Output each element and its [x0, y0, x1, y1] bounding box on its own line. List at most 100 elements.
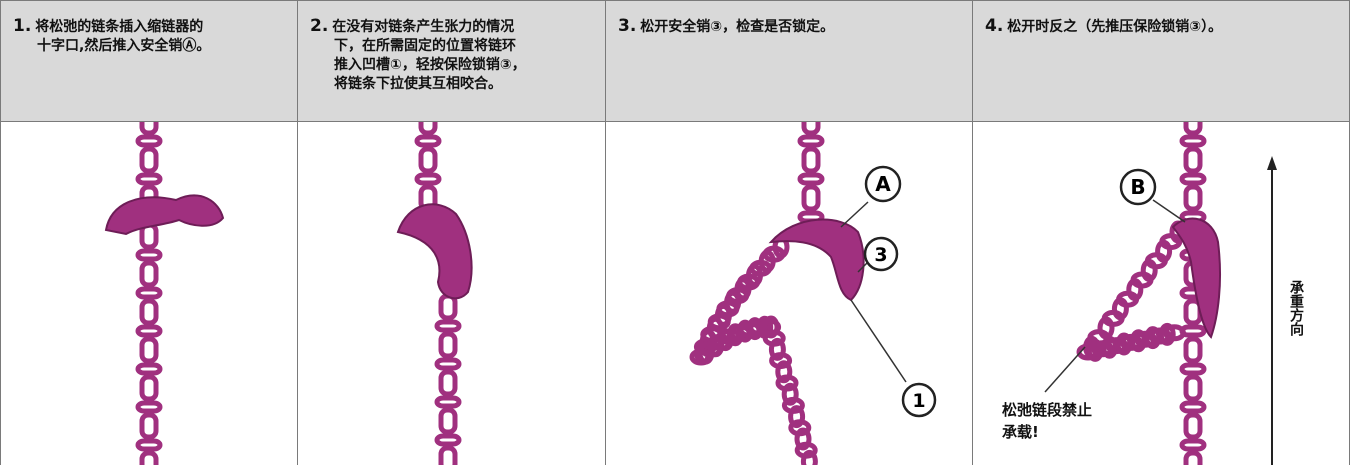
- chain-link: [1179, 362, 1207, 376]
- step-3-image: A 3 1: [606, 122, 973, 465]
- step-2-illustration: [396, 122, 473, 465]
- step-4-image: B 松弛链段禁止 承载! 承重方向: [973, 122, 1350, 465]
- chain-link: [438, 331, 458, 359]
- step-2-header: 2.在没有对链条产生张力的情况下，在所需固定的位置将链环推入凹槽①，轻按保险锁销…: [298, 0, 606, 122]
- chain-link: [801, 122, 821, 136]
- chain-link: [135, 172, 163, 186]
- chain-link: [414, 172, 442, 186]
- chain-link: [1179, 438, 1207, 452]
- step-1-header: 1.将松弛的链条插入缩链器的十字口,然后推入安全销Ⓐ。: [0, 0, 298, 122]
- step-1-illustration: [104, 122, 225, 465]
- callout-b-circle: [1119, 168, 1157, 206]
- step-2-number: 2.: [310, 16, 329, 36]
- chain-link: [801, 184, 821, 212]
- chain-link: [139, 122, 159, 136]
- chain-link: [775, 360, 793, 384]
- step-1-line-1: 将松弛的链条插入缩链器的: [35, 19, 204, 35]
- step-3-header: 3.松开安全销③，检查是否锁定。: [606, 0, 973, 122]
- chain-link: [139, 374, 159, 402]
- callout-1-circle: [901, 382, 937, 418]
- chain-link: [1183, 184, 1203, 212]
- load-direction-label: 承重方向: [1288, 280, 1304, 336]
- chain-link: [1183, 146, 1203, 174]
- slack-chain-warning: 松弛链段禁止 承载!: [1002, 399, 1092, 443]
- chain-link: [139, 336, 159, 364]
- chain-link: [135, 248, 163, 262]
- chain-link: [135, 362, 163, 376]
- chain: [135, 122, 163, 465]
- chain-link: [1162, 324, 1186, 342]
- chain-link: [434, 357, 462, 371]
- callout-3-leader: [857, 261, 869, 273]
- step-4-illustration: B: [1044, 122, 1277, 465]
- chain-link: [418, 146, 438, 174]
- chain-link: [768, 337, 786, 361]
- arrow-head-icon: [1267, 156, 1277, 170]
- chain-link: [1115, 332, 1133, 356]
- step-3-illustration: A 3 1: [689, 122, 937, 465]
- chain-link: [788, 405, 806, 429]
- chain-link: [797, 134, 825, 148]
- chain-link: [1129, 329, 1147, 353]
- step-3-number: 3.: [618, 16, 637, 36]
- chain: [414, 122, 462, 465]
- step-2-line-1: 在没有对链条产生张力的情况: [332, 19, 515, 35]
- step-4-line-1: 松开时反之（先推压保险锁销③）。: [1007, 19, 1223, 35]
- chain-link: [438, 407, 458, 435]
- callout-a-leader: [840, 201, 869, 228]
- step-2-line-2: 下，在所需固定的位置将链环: [334, 38, 516, 54]
- callout-a-circle: [864, 165, 902, 203]
- warning-line-1: 松弛链段禁止: [1002, 401, 1093, 419]
- step-1-line-2: 十字口,然后推入安全销Ⓐ。: [37, 38, 211, 54]
- callout-a-label: A: [875, 172, 891, 196]
- chain-link: [1179, 134, 1207, 148]
- chain-link: [135, 438, 163, 452]
- chain-link: [139, 412, 159, 440]
- chain-link: [418, 122, 438, 136]
- shortener-hook: [104, 194, 225, 236]
- chain-link: [414, 134, 442, 148]
- step-2-line-4: 将链条下拉使其互相咬合。: [334, 76, 502, 92]
- chain-link: [1183, 412, 1203, 440]
- chain: [689, 122, 825, 465]
- callout-b-label: B: [1130, 175, 1145, 199]
- chain-link: [1144, 326, 1162, 350]
- chain-link: [1183, 374, 1203, 402]
- step-3-line-1: 松开安全销③，检查是否锁定。: [640, 19, 835, 35]
- chain-link: [1158, 322, 1176, 346]
- chain-link: [139, 260, 159, 288]
- warning-leader: [1044, 346, 1086, 393]
- chain-link: [438, 445, 458, 465]
- chain-link: [800, 449, 818, 465]
- callout-3-label: 3: [874, 244, 887, 266]
- shortener-hook: [396, 203, 473, 300]
- chain-link: [139, 298, 159, 326]
- step-2-image: [298, 122, 606, 465]
- chain-link: [135, 134, 163, 148]
- chain-link: [1179, 400, 1207, 414]
- chain-link: [434, 433, 462, 447]
- chain-link: [1183, 450, 1203, 465]
- chain-link: [135, 400, 163, 414]
- shortener-hook: [1171, 217, 1222, 339]
- callout-1-leader: [850, 299, 907, 383]
- chain-link: [1101, 335, 1119, 359]
- chain: [1076, 122, 1207, 465]
- chain-link: [135, 324, 163, 338]
- chain-link: [434, 395, 462, 409]
- step-4-number: 4.: [985, 16, 1004, 36]
- chain-link: [135, 286, 163, 300]
- chain-link: [1179, 172, 1207, 186]
- chain-link: [794, 427, 812, 451]
- step-1-image: [0, 122, 298, 465]
- chain-link: [1086, 338, 1104, 362]
- chain-link: [762, 315, 780, 339]
- step-1-number: 1.: [13, 16, 32, 36]
- step-2-line-3: 推入凹槽①，轻按保险锁销③，: [334, 57, 526, 73]
- chain-link: [438, 293, 458, 321]
- chain-link: [1183, 122, 1203, 136]
- chain-link: [438, 369, 458, 397]
- chain-link: [797, 172, 825, 186]
- callout-3-circle: [863, 236, 899, 272]
